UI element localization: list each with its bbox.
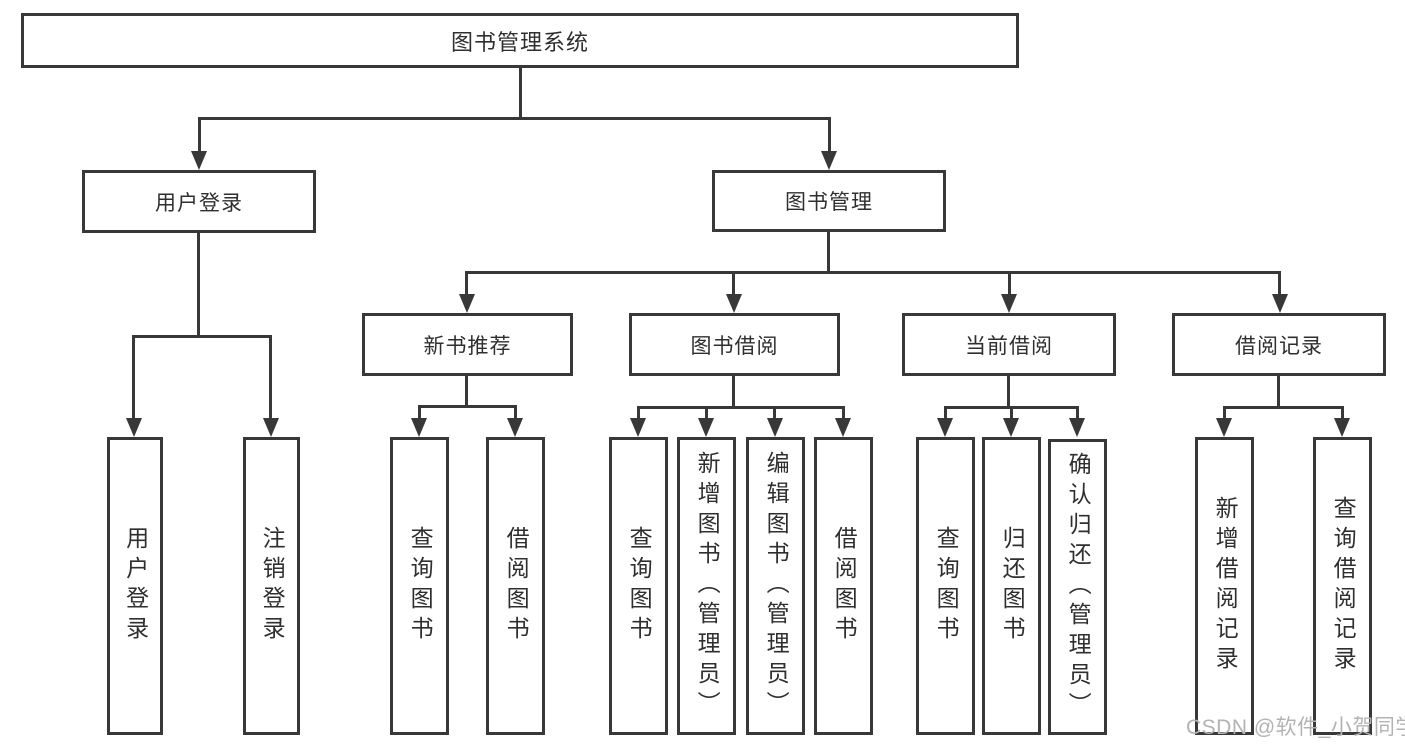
leaf-nbr-query-books-label: 查询图书 — [407, 526, 434, 646]
connector — [418, 405, 516, 408]
arrowhead-down-icon — [1272, 294, 1288, 313]
leaf-br-add-record: 新增借阅记录 — [1195, 437, 1254, 735]
leaf-bb-borrow-books-label: 借阅图书 — [831, 526, 858, 646]
leaf-bb-edit-books-admin: 编辑图书（管理员） — [746, 437, 805, 735]
arrowhead-down-icon — [835, 418, 851, 437]
node-user-login-label: 用户登录 — [155, 191, 243, 215]
connector — [198, 117, 831, 120]
leaf-user-login: 用户登录 — [107, 437, 163, 735]
connector — [637, 406, 844, 409]
arrowhead-down-icon — [1001, 294, 1017, 313]
connector — [418, 405, 421, 420]
node-book-borrowing: 图书借阅 — [629, 313, 840, 376]
leaf-nbr-query-books: 查询图书 — [390, 437, 449, 735]
node-book-management: 图书管理 — [712, 170, 946, 232]
node-new-book-recommend: 新书推荐 — [362, 313, 573, 376]
node-book-management-label: 图书管理 — [785, 191, 873, 214]
leaf-cb-confirm-return-admin: 确认归还（管理员） — [1048, 439, 1107, 735]
connector — [1223, 406, 1343, 409]
arrowhead-down-icon — [821, 151, 837, 170]
arrowhead-down-icon — [507, 418, 523, 437]
node-new-book-recommend-label: 新书推荐 — [423, 334, 512, 358]
connector — [828, 117, 831, 153]
leaf-bb-edit-books-admin-label: 编辑图书（管理员） — [763, 451, 790, 721]
connector — [465, 271, 1281, 274]
connector — [773, 406, 776, 420]
connector — [519, 68, 522, 117]
connector — [1277, 376, 1280, 406]
connector — [132, 335, 135, 420]
leaf-bb-add-books-admin-label: 新增图书（管理员） — [694, 451, 721, 721]
connector — [732, 271, 735, 296]
connector — [132, 335, 272, 338]
connector — [197, 233, 200, 335]
connector — [1278, 271, 1281, 296]
arrowhead-down-icon — [126, 418, 142, 437]
leaf-br-query-record: 查询借阅记录 — [1313, 437, 1372, 735]
leaf-user-login-label: 用户登录 — [122, 526, 149, 646]
connector — [465, 271, 468, 296]
leaf-cb-query-books: 查询图书 — [916, 437, 975, 735]
leaf-br-add-record-label: 新增借阅记录 — [1212, 496, 1239, 676]
connector — [827, 232, 830, 271]
node-book-borrowing-label: 图书借阅 — [690, 334, 779, 358]
connector — [1008, 271, 1011, 296]
leaf-nbr-borrow-books: 借阅图书 — [486, 437, 545, 735]
arrowhead-down-icon — [411, 418, 427, 437]
connector — [1341, 406, 1344, 420]
connector — [514, 405, 517, 420]
arrowhead-down-icon — [263, 418, 279, 437]
leaf-br-query-record-label: 查询借阅记录 — [1330, 496, 1357, 676]
connector — [842, 406, 845, 420]
node-library-system-label: 图书管理系统 — [450, 29, 589, 55]
arrowhead-down-icon — [459, 294, 475, 313]
arrowhead-down-icon — [937, 418, 953, 437]
arrowhead-down-icon — [726, 294, 742, 313]
leaf-cb-confirm-return-admin-label: 确认归还（管理员） — [1065, 452, 1092, 722]
arrowhead-down-icon — [1003, 418, 1019, 437]
leaf-cb-return-books: 归还图书 — [982, 437, 1041, 735]
node-library-system: 图书管理系统 — [21, 13, 1019, 68]
leaf-logout: 注销登录 — [243, 437, 300, 735]
arrowhead-down-icon — [1334, 418, 1350, 437]
node-borrowing-records-label: 借阅记录 — [1235, 334, 1323, 358]
watermark: CSDN @软件_小贺同学 — [1186, 716, 1405, 739]
leaf-bb-query-books-label: 查询图书 — [626, 526, 653, 646]
arrowhead-down-icon — [767, 418, 783, 437]
node-borrowing-records: 借阅记录 — [1172, 313, 1386, 376]
connector — [1010, 406, 1013, 420]
connector — [637, 406, 640, 420]
arrowhead-down-icon — [1069, 418, 1085, 437]
leaf-cb-return-books-label: 归还图书 — [999, 526, 1026, 646]
connector — [465, 376, 468, 406]
connector — [944, 406, 947, 420]
arrowhead-down-icon — [191, 151, 207, 170]
arrowhead-down-icon — [698, 418, 714, 437]
node-current-borrowing-label: 当前借阅 — [965, 334, 1053, 358]
leaf-cb-query-books-label: 查询图书 — [933, 526, 960, 646]
node-user-login: 用户登录 — [82, 170, 316, 233]
leaf-logout-label: 注销登录 — [259, 526, 286, 646]
connector — [198, 117, 201, 153]
connector — [269, 335, 272, 420]
leaf-bb-add-books-admin: 新增图书（管理员） — [677, 437, 736, 735]
arrowhead-down-icon — [1216, 418, 1232, 437]
connector — [705, 406, 708, 420]
connector — [1076, 406, 1079, 420]
node-current-borrowing: 当前借阅 — [902, 313, 1116, 376]
leaf-nbr-borrow-books-label: 借阅图书 — [503, 526, 530, 646]
arrowhead-down-icon — [630, 418, 646, 437]
connector — [732, 376, 735, 406]
leaf-bb-borrow-books: 借阅图书 — [814, 437, 873, 735]
connector — [1223, 406, 1226, 420]
connector — [1007, 376, 1010, 406]
leaf-bb-query-books: 查询图书 — [609, 437, 668, 735]
